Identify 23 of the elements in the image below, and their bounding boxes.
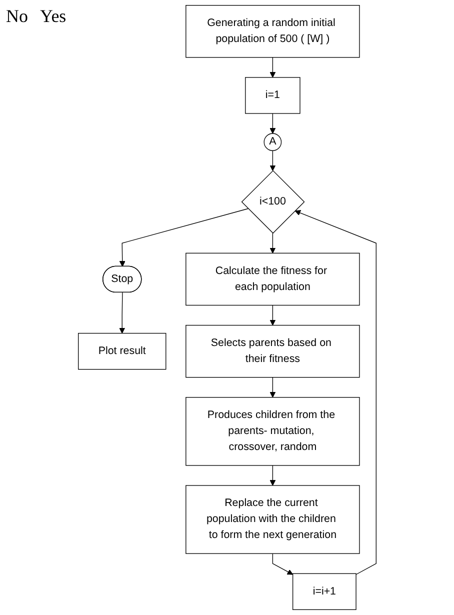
node-box: Replace the current population with the children to form the next generation — [185, 485, 360, 554]
arrow — [118, 292, 125, 334]
arrow — [270, 232, 276, 254]
arrow — [272, 553, 293, 575]
node-circle: A — [264, 133, 282, 151]
arrow — [270, 377, 276, 398]
node-box: Generating a random initial population of 500 ( [W] ) — [185, 5, 360, 58]
node-box: Selects parents based on their fitness — [185, 324, 360, 378]
arrow — [270, 150, 276, 171]
arrow — [270, 113, 276, 134]
branch-label: No — [6, 6, 28, 26]
node-box: Produces children from the parents- mutation, crossover, random — [185, 397, 360, 466]
node-diamond: i<100 — [241, 170, 304, 234]
node-box: Calculate the fitness for each population — [185, 252, 360, 306]
node-box: i=i+1 — [292, 573, 356, 610]
arrow — [270, 465, 276, 486]
node-box: Plot result — [78, 332, 166, 370]
node-box: i=1 — [244, 77, 300, 114]
arrow — [294, 210, 376, 575]
arrow — [270, 57, 276, 78]
branch-label: Yes — [40, 6, 66, 26]
arrow — [270, 304, 276, 326]
arrow — [119, 208, 248, 267]
